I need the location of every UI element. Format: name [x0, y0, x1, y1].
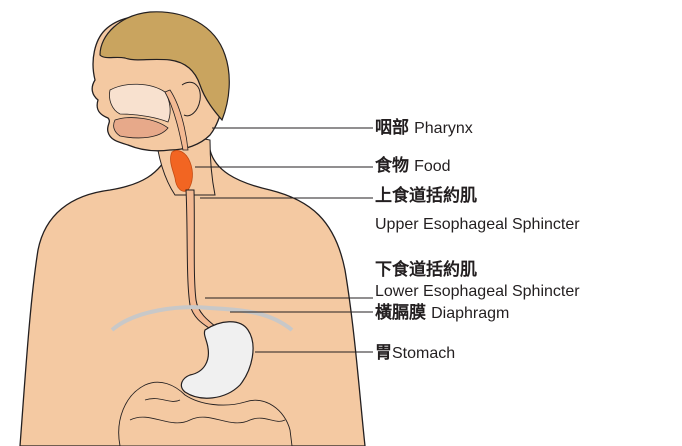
ues-label-en: Upper Esophageal Sphincter — [375, 217, 580, 233]
diaphragm-label-zh: 橫膈膜 — [375, 303, 426, 323]
pharynx-label-en: Pharynx — [414, 120, 473, 137]
food-label: 食物 Food — [375, 158, 451, 175]
stomach-label: 胃Stomach — [375, 345, 455, 362]
stomach-label-zh: 胃 — [375, 343, 392, 363]
diaphragm-label: 橫膈膜 Diaphragm — [375, 305, 509, 322]
ues-label-zh: 上食道括約肌 — [375, 188, 580, 205]
food-label-en: Food — [414, 158, 450, 175]
les-label-zh: 下食道括約肌 — [375, 262, 580, 279]
diaphragm-label-en: Diaphragm — [431, 305, 509, 322]
pharynx-label-zh: 咽部 — [375, 118, 409, 138]
food-label-zh: 食物 — [375, 156, 409, 176]
les-label: 下食道括約肌 Lower Esophageal Sphincter — [375, 262, 580, 300]
les-label-en: Lower Esophageal Sphincter — [375, 284, 580, 300]
stomach-label-en: Stomach — [392, 345, 455, 362]
pharynx-label: 咽部 Pharynx — [375, 120, 473, 137]
ues-label: 上食道括約肌 Upper Esophageal Sphincter — [375, 188, 580, 233]
